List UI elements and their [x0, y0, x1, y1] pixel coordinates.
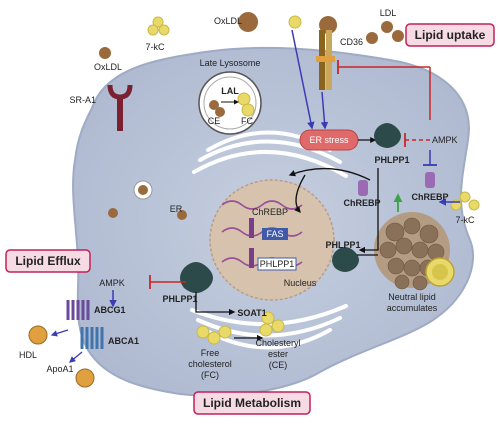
- label-er-stress: ER stress: [309, 135, 349, 145]
- label-soat1: SOAT1: [237, 308, 266, 318]
- label-sra1: SR-A1: [69, 95, 96, 105]
- endoplasmic-reticulum: [190, 130, 348, 350]
- label-ampk-right: AMPK: [432, 135, 458, 145]
- label-7kc-top: 7-kC: [145, 42, 165, 52]
- label-er: ER: [170, 204, 183, 214]
- label-apoa1: ApoA1: [46, 364, 73, 374]
- label-phlpp1-left: PHLPP1: [162, 294, 197, 304]
- label-fc-lyso: FC: [241, 116, 253, 126]
- label-cd36: CD36: [340, 37, 363, 47]
- label-lal: LAL: [221, 86, 239, 96]
- lipid-metabolism-panel: [193, 391, 311, 415]
- label-chol-ester-2: ester: [268, 349, 288, 359]
- label-phlpp1-gene: PHLPP1: [260, 259, 295, 269]
- apoa1-particle: [75, 368, 95, 388]
- panel-lipid-metabolism: Lipid Metabolism: [203, 396, 301, 410]
- late-lysosome: [198, 71, 262, 135]
- lipid-efflux-panel: [5, 249, 91, 273]
- lipid-droplet-icon: [374, 212, 455, 291]
- label-phlpp1-right: PHLPP1: [374, 155, 409, 165]
- phlpp1-gene-box: [257, 257, 297, 271]
- fas-gene-box: [262, 228, 288, 240]
- fc-particles: [196, 311, 285, 345]
- label-chol-ester-3: (CE): [269, 360, 288, 370]
- protein-phlpp1-icon: [180, 123, 401, 293]
- label-oxldl-left: OxLDL: [94, 62, 122, 72]
- label-abca1: ABCA1: [108, 336, 139, 346]
- label-ampk-left: AMPK: [99, 278, 125, 288]
- label-chrebp-nucleus: ChREBP: [252, 207, 288, 217]
- label-free-chol-3: (FC): [201, 370, 219, 380]
- label-late-lysosome: Late Lysosome: [200, 58, 261, 68]
- label-free-chol-2: cholesterol: [188, 359, 232, 369]
- label-ce-lyso: CE: [208, 116, 221, 126]
- label-oxldl-top: OxLDL: [214, 16, 242, 26]
- hdl-particle: [28, 325, 48, 345]
- panel-lipid-uptake: Lipid uptake: [415, 28, 486, 42]
- label-chrebp-right: ChREBP: [411, 192, 448, 202]
- label-7kc-right: 7-kC: [455, 215, 475, 225]
- label-neutral-lipid-2: accumulates: [387, 303, 438, 313]
- abca1-transporter: [80, 327, 104, 349]
- label-abcg1: ABCG1: [94, 305, 126, 315]
- panel-lipid-efflux: Lipid Efflux: [15, 254, 81, 268]
- label-fas: FAS: [266, 229, 283, 239]
- lipid-uptake-panel: [405, 23, 495, 47]
- label-neutral-lipid-1: Neutral lipid: [388, 292, 436, 302]
- label-chrebp-mid: ChREBP: [343, 198, 380, 208]
- abcg1-transporter: [66, 300, 90, 320]
- label-ldl: LDL: [380, 8, 397, 18]
- label-phlpp1-mid: PHLPP1: [325, 240, 360, 250]
- label-nucleus: Nucleus: [284, 278, 317, 288]
- label-hdl: HDL: [19, 350, 37, 360]
- label-chol-ester-1: Cholesteryl: [255, 338, 300, 348]
- label-free-chol-1: Free: [201, 348, 220, 358]
- sra1-receptor: [107, 84, 133, 131]
- receptor-icon: [316, 30, 335, 90]
